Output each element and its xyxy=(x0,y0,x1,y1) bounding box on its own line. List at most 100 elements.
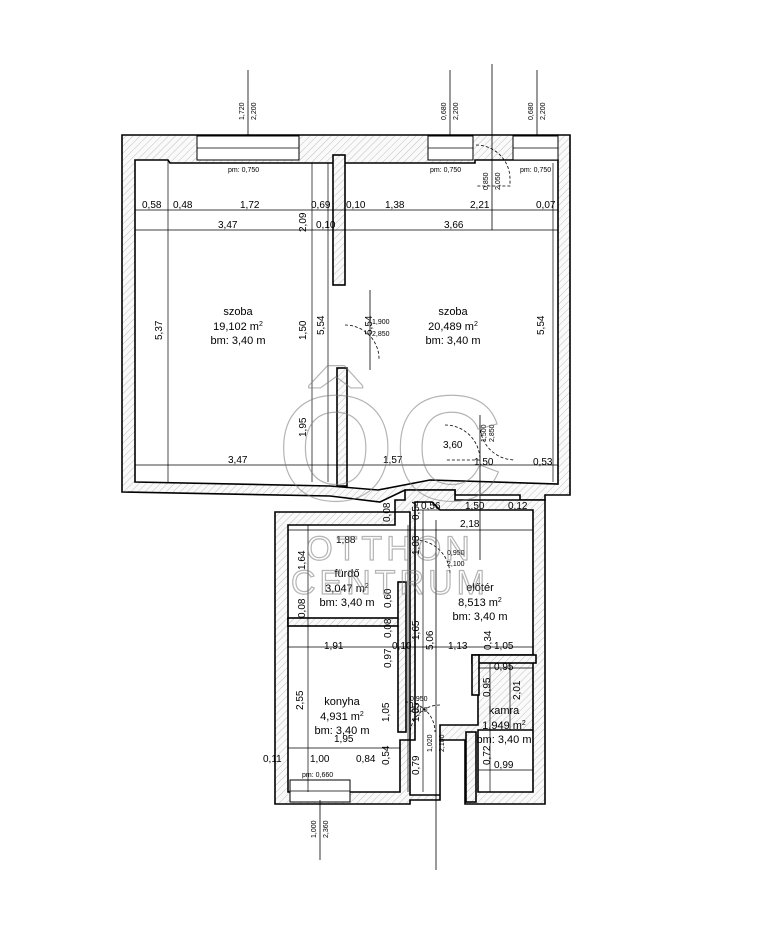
svg-text:1,95: 1,95 xyxy=(298,417,309,437)
svg-text:1,57: 1,57 xyxy=(383,455,403,466)
sill-height-4: pm: 0,660 xyxy=(302,772,333,779)
svg-text:ÔC: ÔC xyxy=(278,364,503,532)
svg-text:0,69: 0,69 xyxy=(311,200,331,211)
sill-height-2: pm: 0,750 xyxy=(430,167,461,174)
svg-text:0,53: 0,53 xyxy=(533,457,553,468)
svg-text:1,64: 1,64 xyxy=(297,550,308,570)
svg-text:19,102 m2: 19,102 m2 xyxy=(213,321,263,333)
svg-text:1,00: 1,00 xyxy=(310,754,330,765)
svg-text:2,100: 2,100 xyxy=(410,707,428,714)
svg-text:0,680: 0,680 xyxy=(528,102,535,120)
sill-height-1: pm: 0,750 xyxy=(228,167,259,174)
svg-text:2,18: 2,18 xyxy=(460,519,480,530)
svg-text:4,931 m2: 4,931 m2 xyxy=(320,711,364,723)
svg-text:3,47: 3,47 xyxy=(228,455,248,466)
svg-text:0,54: 0,54 xyxy=(411,500,422,520)
svg-text:2,01: 2,01 xyxy=(512,680,523,700)
svg-text:2,09: 2,09 xyxy=(298,212,309,232)
svg-text:0,58: 0,58 xyxy=(142,200,162,211)
svg-text:8,513 m2: 8,513 m2 xyxy=(458,597,502,609)
svg-text:1,65: 1,65 xyxy=(411,620,422,640)
svg-text:0,08: 0,08 xyxy=(382,502,393,522)
svg-text:OTTHON: OTTHON xyxy=(306,530,474,568)
svg-text:fürdő: fürdő xyxy=(334,568,359,580)
opening-labels: 1,720 2,200 0,680 2,200 0,680 2,200 0,85… xyxy=(239,102,547,838)
svg-text:2,850: 2,850 xyxy=(489,424,496,442)
kamra-wall-left-low xyxy=(465,731,477,803)
svg-text:3,047 m2: 3,047 m2 xyxy=(325,583,369,595)
svg-text:1,500: 1,500 xyxy=(481,424,488,442)
svg-text:1,05: 1,05 xyxy=(381,702,392,722)
svg-text:1,05: 1,05 xyxy=(494,641,514,652)
svg-text:konyha: konyha xyxy=(324,696,360,708)
svg-text:0,79: 0,79 xyxy=(411,755,422,775)
svg-text:2,100: 2,100 xyxy=(447,561,465,568)
room-furdo: fürdő 3,047 m2 bm: 3,40 m xyxy=(319,568,374,609)
watermark-logo: ÔC OTTHON CENTRUM xyxy=(277,363,503,602)
svg-text:0,11: 0,11 xyxy=(263,754,282,765)
svg-text:2,55: 2,55 xyxy=(295,690,306,710)
kamra-wall-left xyxy=(471,654,480,696)
svg-text:2,200: 2,200 xyxy=(453,102,460,120)
svg-text:0,99: 0,99 xyxy=(494,760,514,771)
svg-text:1,03: 1,03 xyxy=(411,535,422,555)
svg-text:2,850: 2,850 xyxy=(372,331,390,338)
svg-text:0,08: 0,08 xyxy=(297,598,308,618)
dimension-lines xyxy=(135,160,558,792)
svg-text:20,489 m2: 20,489 m2 xyxy=(428,321,478,333)
svg-text:1,900: 1,900 xyxy=(372,319,390,326)
svg-text:0,72: 0,72 xyxy=(482,745,493,765)
partition-wall-1 xyxy=(332,154,346,286)
svg-text:1,50: 1,50 xyxy=(474,457,494,468)
svg-text:0,10: 0,10 xyxy=(346,200,366,211)
svg-text:1,50: 1,50 xyxy=(298,320,309,340)
svg-text:előtér: előtér xyxy=(466,582,494,594)
room-szoba-2: szoba 20,489 m2 bm: 3,40 m xyxy=(425,306,480,347)
svg-text:szoba: szoba xyxy=(438,306,468,318)
svg-text:bm: 3,40 m: bm: 3,40 m xyxy=(314,725,369,737)
svg-text:kamra: kamra xyxy=(489,705,520,717)
svg-text:bm: 3,40 m: bm: 3,40 m xyxy=(319,597,374,609)
svg-text:2,100: 2,100 xyxy=(439,734,446,752)
svg-text:0,08: 0,08 xyxy=(383,618,394,638)
svg-text:3,66: 3,66 xyxy=(444,220,464,231)
svg-text:2,050: 2,050 xyxy=(495,172,502,190)
svg-text:0,34: 0,34 xyxy=(483,630,494,650)
svg-text:0,07: 0,07 xyxy=(536,200,556,211)
svg-text:1,13: 1,13 xyxy=(448,641,468,652)
svg-text:bm: 3,40 m: bm: 3,40 m xyxy=(452,611,507,623)
room-kamra: kamra 1,949 m2 bm: 3,40 m xyxy=(476,705,531,746)
axis-lines xyxy=(247,64,538,870)
svg-text:1,50: 1,50 xyxy=(465,501,485,512)
svg-text:0,12: 0,12 xyxy=(508,501,528,512)
svg-text:bm: 3,40 m: bm: 3,40 m xyxy=(476,734,531,746)
svg-text:1,38: 1,38 xyxy=(385,200,405,211)
svg-text:1,000: 1,000 xyxy=(311,820,318,838)
svg-text:0,95: 0,95 xyxy=(482,677,493,697)
svg-text:2,360: 2,360 xyxy=(323,820,330,838)
windows: pm: 0,750 pm: 0,750 pm: 0,750 pm: 0,660 xyxy=(196,135,559,803)
partition-wall-2 xyxy=(336,367,348,487)
svg-text:bm: 3,40 m: bm: 3,40 m xyxy=(425,335,480,347)
svg-text:5,54: 5,54 xyxy=(536,315,547,335)
svg-text:0,60: 0,60 xyxy=(383,588,394,608)
svg-text:3,47: 3,47 xyxy=(218,220,238,231)
room-konyha: konyha 4,931 m2 bm: 3,40 m xyxy=(314,696,369,737)
svg-text:5,54: 5,54 xyxy=(316,315,327,335)
svg-text:0,84: 0,84 xyxy=(356,754,376,765)
svg-text:0,10: 0,10 xyxy=(392,641,412,652)
svg-text:1,05: 1,05 xyxy=(411,702,422,722)
svg-text:2,200: 2,200 xyxy=(540,102,547,120)
svg-text:2,21: 2,21 xyxy=(470,200,490,211)
svg-text:szoba: szoba xyxy=(223,306,253,318)
svg-text:3,60: 3,60 xyxy=(443,440,463,451)
room-labels: szoba 19,102 m2 bm: 3,40 m szoba 20,489 … xyxy=(210,306,531,746)
svg-text:bm: 3,40 m: bm: 3,40 m xyxy=(210,335,265,347)
svg-text:1,95: 1,95 xyxy=(334,734,354,745)
svg-text:0,10: 0,10 xyxy=(316,220,336,231)
svg-text:5,37: 5,37 xyxy=(154,320,165,340)
svg-text:0,95: 0,95 xyxy=(494,662,514,673)
svg-text:2,200: 2,200 xyxy=(251,102,258,120)
room-eloter: előtér 8,513 m2 bm: 3,40 m xyxy=(452,582,507,623)
